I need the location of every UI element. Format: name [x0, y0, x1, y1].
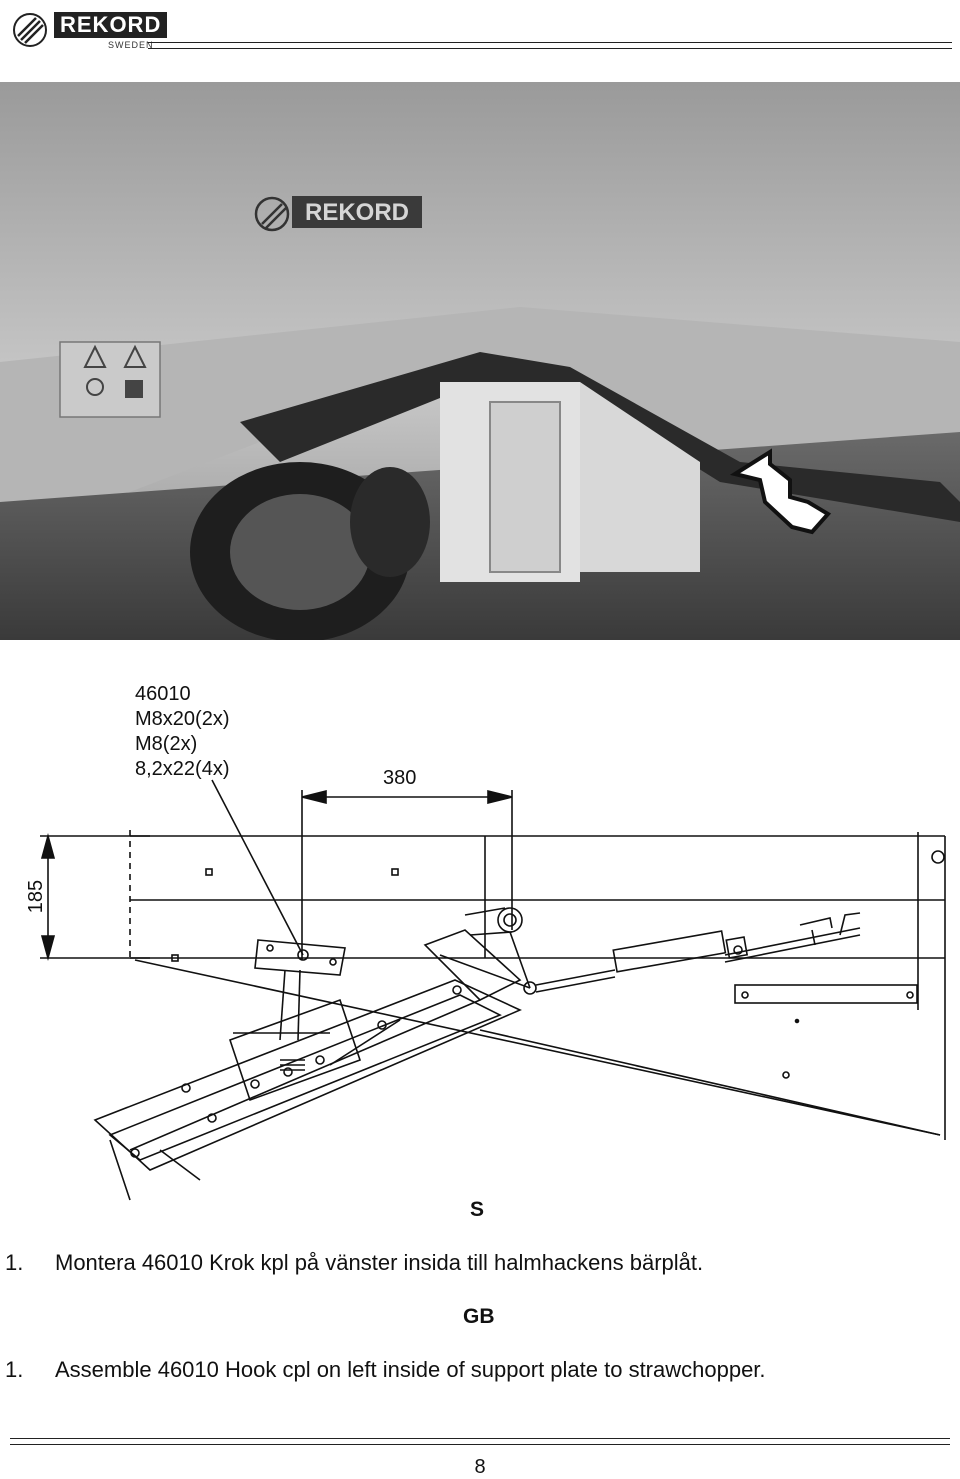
nut-spec: M8(2x) — [135, 733, 198, 755]
dimension-label-380: 380 — [383, 767, 417, 789]
hook-direction-arrow-icon — [729, 448, 832, 535]
logo-emblem-icon — [13, 13, 47, 47]
technical-drawing — [0, 660, 960, 1220]
page-header: REKORD SWEDEN — [0, 0, 960, 62]
step-text: Montera 46010 Krok kpl på vänster insida… — [55, 1250, 704, 1275]
installation-photo: REKORD — [0, 82, 960, 642]
header-rule — [148, 48, 952, 49]
part-label-group: 46010 M8x20(2x) M8(2x) 8,2x22(4x) — [135, 682, 230, 782]
footer-rule — [10, 1444, 950, 1445]
instruction-swedish: 1. Montera 46010 Krok kpl på vänster insi… — [5, 1250, 703, 1276]
section-heading-english: GB — [463, 1305, 495, 1328]
logo-wordmark: REKORD — [54, 12, 168, 38]
footer-rule — [10, 1438, 950, 1439]
section-heading-swedish: S — [470, 1198, 485, 1221]
rekord-logo: REKORD SWEDEN — [10, 10, 168, 50]
part-number: 46010 — [135, 683, 191, 705]
logo-subtitle: SWEDEN — [108, 40, 154, 50]
step-text: Assemble 46010 Hook cpl on left inside o… — [55, 1357, 766, 1382]
washer-spec: 8,2x22(4x) — [135, 758, 230, 780]
header-rule — [148, 42, 952, 43]
photo-rekord-sign: REKORD — [254, 196, 422, 232]
instruction-english: 1. Assemble 46010 Hook cpl on left inside… — [5, 1357, 766, 1383]
photo-sign-text: REKORD — [305, 199, 409, 226]
screw-spec: M8x20(2x) — [135, 708, 230, 730]
page-number: 8 — [474, 1456, 486, 1478]
step-number: 1. — [5, 1250, 24, 1275]
step-number: 1. — [5, 1357, 24, 1382]
